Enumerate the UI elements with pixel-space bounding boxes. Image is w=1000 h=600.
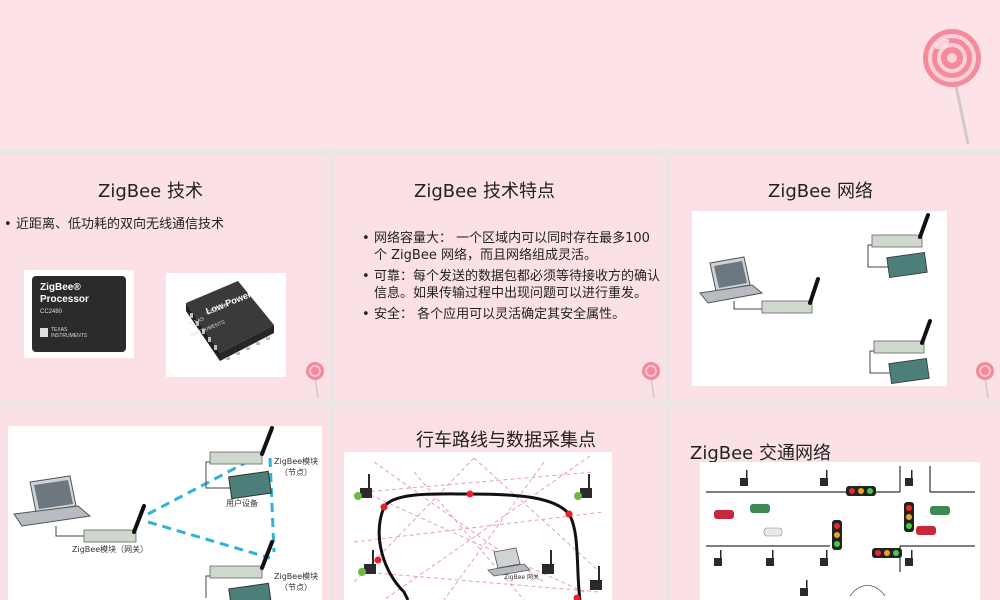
- chip-maker: INSTRUMENTS: [51, 333, 88, 339]
- circuit-board-icon: [886, 252, 928, 278]
- gateway-label: ZigBee模块（网关）: [72, 545, 149, 554]
- chip-model: CC2480: [40, 309, 63, 315]
- grid-divider: [665, 150, 670, 600]
- car-icon: [714, 504, 950, 537]
- chip-name: Processor: [40, 294, 89, 305]
- laptop-icon: [699, 256, 764, 304]
- lollipop-icon: [306, 362, 324, 399]
- chip-image-cc2480: ZigBee® Processor CC2480 TEXAS INSTRUMEN…: [24, 270, 134, 358]
- slide-zigbee-features[interactable]: ZigBee 技术特点 网络容量大： 一个区域内可以同时存在最多100 个 Zi…: [334, 155, 665, 401]
- gateway-label: ZigBee 网关: [504, 574, 539, 581]
- route-diagram: ZigBee 网关: [344, 452, 612, 600]
- circuit-board-icon: [228, 582, 272, 600]
- lollipop-icon: [923, 29, 981, 145]
- top-banner: [0, 0, 1000, 150]
- zigbee-node-icon: [714, 470, 913, 596]
- grid-divider: [0, 401, 1000, 406]
- laptop-icon: [487, 547, 531, 577]
- laptop-icon: [13, 475, 92, 527]
- lollipop-icon: [642, 362, 660, 399]
- slide-route-collection[interactable]: 行车路线与数据采集点: [334, 406, 665, 600]
- traffic-light-icon: [832, 486, 914, 558]
- zigbee-module-icon: [209, 451, 263, 465]
- zigbee-node-icon: [354, 474, 602, 590]
- slide-title: ZigBee 交通网络: [690, 443, 831, 464]
- chip-maker: TEXAS: [51, 327, 68, 333]
- slide-network-topology[interactable]: ZigBee模块 （节点） 用户设备 ZigBee模块（网关） ZigBee模块…: [0, 406, 329, 600]
- slide-title: ZigBee 技术特点: [414, 181, 555, 202]
- bullet-list: 近距离、低功耗的双向无线通信技术: [4, 216, 324, 237]
- topology-diagram: ZigBee模块 （节点） 用户设备 ZigBee模块（网关） ZigBee模块…: [8, 426, 322, 600]
- ti-logo-icon: [40, 328, 48, 337]
- circuit-board-icon: [888, 358, 930, 384]
- chip-brand: ZigBee®: [40, 282, 81, 293]
- bullet-list: 网络容量大： 一个区域内可以同时存在最多100 个 ZigBee 网络，而且网络…: [362, 230, 660, 327]
- zigbee-module-icon: [209, 565, 263, 579]
- slide-title: 行车路线与数据采集点: [416, 430, 596, 451]
- circuit-board-icon: [228, 470, 272, 500]
- slide-title: ZigBee 网络: [768, 181, 873, 202]
- bullet-item: 近距离、低功耗的双向无线通信技术: [4, 216, 324, 233]
- zigbee-module-icon: [871, 213, 930, 248]
- zigbee-module-icon: [83, 529, 137, 543]
- node-label: （节点）: [280, 468, 312, 477]
- slide-zigbee-network[interactable]: ZigBee 网络: [670, 155, 1000, 401]
- node-label: ZigBee模块: [274, 457, 319, 466]
- slide-traffic-network[interactable]: ZigBee 交通网络: [670, 406, 1000, 600]
- network-diagram: [692, 211, 947, 386]
- chip-image-cc2530: Low-Power RF CC2530 TEXAS INSTRUMENTS: [166, 273, 286, 377]
- zigbee-module-icon: [873, 319, 932, 354]
- node-label: ZigBee模块: [274, 572, 319, 581]
- grid-divider: [0, 150, 1000, 155]
- slide-title: ZigBee 技术: [98, 181, 203, 202]
- bullet-item: 网络容量大： 一个区域内可以同时存在最多100 个 ZigBee 网络，而且网络…: [362, 230, 660, 264]
- bullet-item: 可靠：每个发送的数据包都必须等待接收方的确认信息。如果传输过程中出现问题可以进行…: [362, 268, 660, 302]
- zigbee-module-icon: [761, 277, 820, 314]
- traffic-diagram: [700, 462, 980, 600]
- grid-divider: [329, 150, 334, 600]
- slide-zigbee-tech[interactable]: ZigBee 技术 近距离、低功耗的双向无线通信技术 ZigBee® Proce…: [0, 155, 329, 401]
- user-device-label: 用户设备: [226, 499, 258, 508]
- lollipop-icon: [976, 362, 994, 399]
- node-label: （节点）: [280, 583, 312, 592]
- bullet-item: 安全： 各个应用可以灵活确定其安全属性。: [362, 306, 660, 323]
